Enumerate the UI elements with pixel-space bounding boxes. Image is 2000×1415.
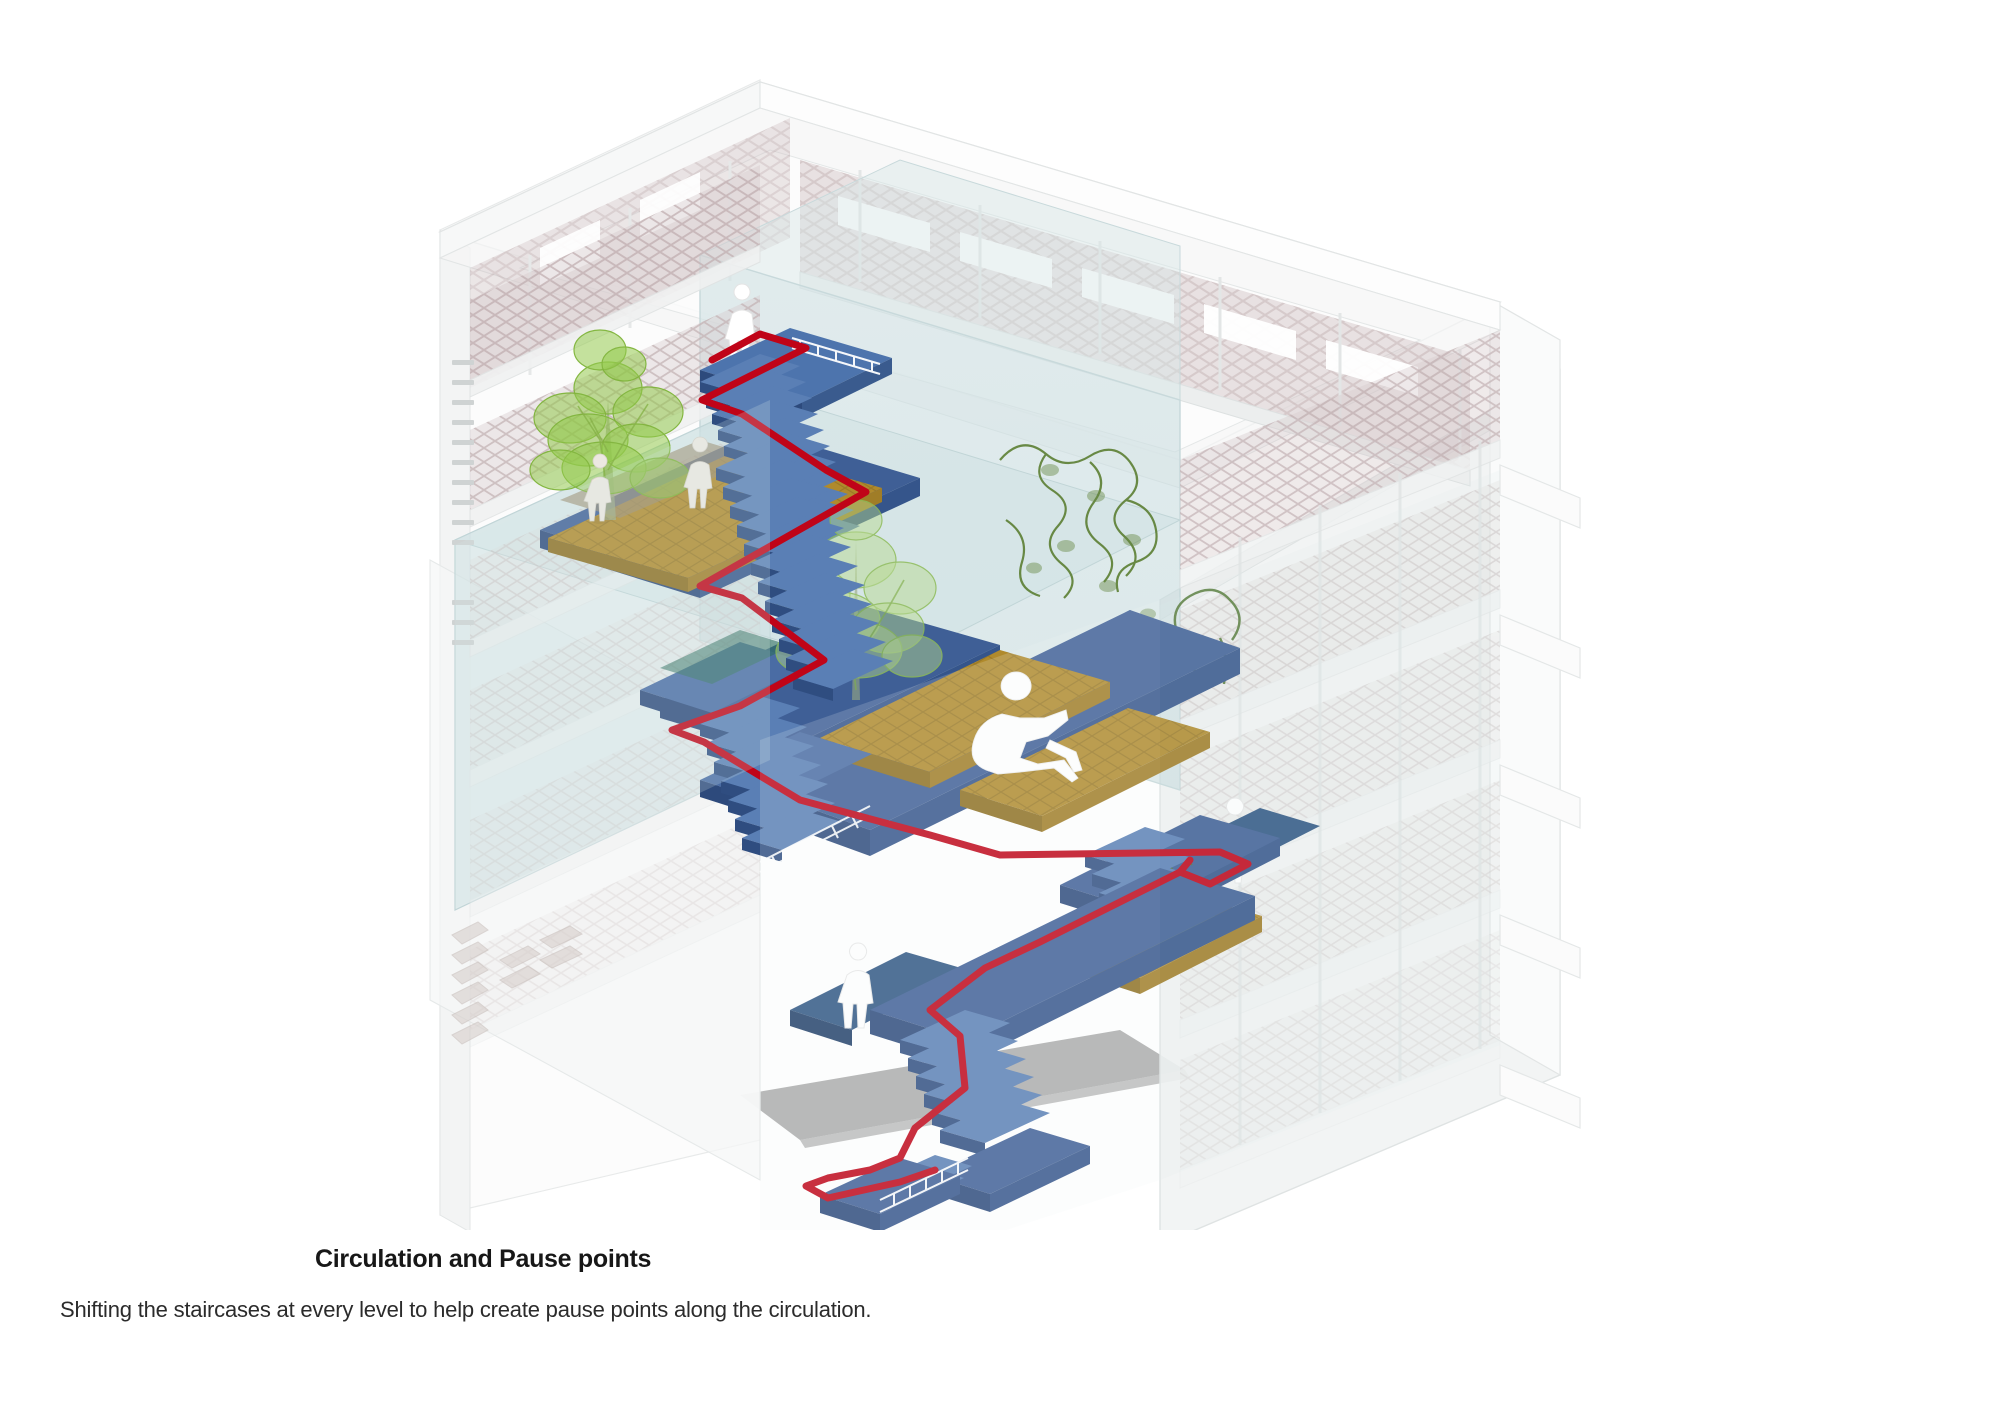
circulation-path [668, 330, 1252, 1202]
page-caption: Shifting the staircases at every level t… [60, 1297, 872, 1322]
platform-L3-left-deck [640, 642, 812, 728]
pause-point-L2-b [960, 708, 1210, 832]
tree-upper-terrace [529, 329, 691, 520]
landing-L1-left [790, 952, 968, 1046]
facade-ladder-rungs [452, 360, 474, 645]
axonometric-svg [429, 79, 1581, 1230]
level-L2 [700, 610, 1320, 898]
figure-lounging [971, 671, 1083, 783]
figure-terrace-right [683, 436, 713, 510]
page-title: Circulation and Pause points [315, 1245, 652, 1273]
facade-bracket-detail [451, 921, 584, 1045]
vine-screen-right [999, 444, 1241, 685]
axonometric-diagram [429, 79, 1581, 1230]
figure-landing-lower [837, 942, 874, 1029]
figure-terrace-left [583, 453, 612, 524]
